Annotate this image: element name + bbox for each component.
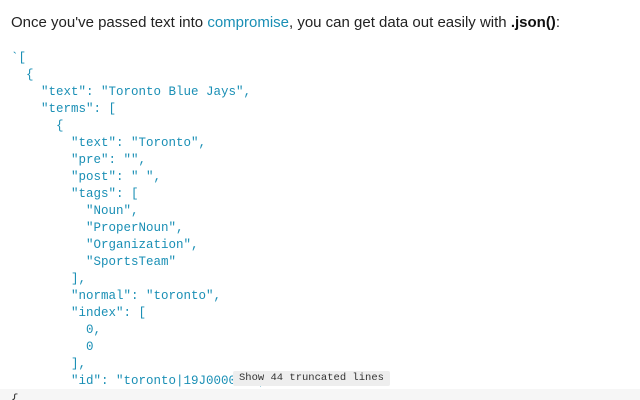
- show-truncated-lines-button[interactable]: Show 44 truncated lines: [233, 371, 390, 386]
- code-line: "normal": "toronto",: [11, 289, 222, 303]
- code-line: ],: [11, 357, 87, 371]
- code-line: "text": "Toronto",: [11, 136, 207, 150]
- compromise-link[interactable]: compromise: [207, 14, 289, 31]
- code-line: "text": "Toronto Blue Jays",: [11, 85, 252, 99]
- code-line: "Organization",: [11, 238, 199, 252]
- code-line: "pre": "",: [11, 153, 147, 167]
- code-line: "index": [: [11, 306, 147, 320]
- code-line: "terms": [: [11, 102, 117, 116]
- code-line: "id": "toronto|19J00000F",: [11, 374, 267, 388]
- code-line: "ProperNoun",: [11, 221, 184, 235]
- code-line: `[: [11, 51, 27, 65]
- code-line: "SportsTeam": [11, 255, 177, 269]
- code-line: {: [11, 68, 34, 82]
- intro-prefix: Once you've passed text into: [11, 14, 208, 31]
- next-code-block: {: [0, 389, 640, 400]
- code-line: ],: [11, 272, 87, 286]
- code-line: {: [11, 119, 64, 133]
- code-line: 0: [11, 340, 94, 354]
- intro-middle: , you can get data out easily with: [289, 14, 511, 31]
- json-method: .json(): [510, 14, 556, 31]
- next-code-line: {: [11, 393, 19, 400]
- intro-suffix: :: [555, 14, 560, 31]
- code-line: "post": " ",: [11, 170, 162, 184]
- code-line: "Noun",: [11, 204, 139, 218]
- intro-paragraph: Once you've passed text into compromise,…: [11, 13, 560, 33]
- code-line: "tags": [: [11, 187, 139, 201]
- code-line: 0,: [11, 323, 102, 337]
- json-code-block: `[ { "text": "Toronto Blue Jays", "terms…: [0, 48, 640, 390]
